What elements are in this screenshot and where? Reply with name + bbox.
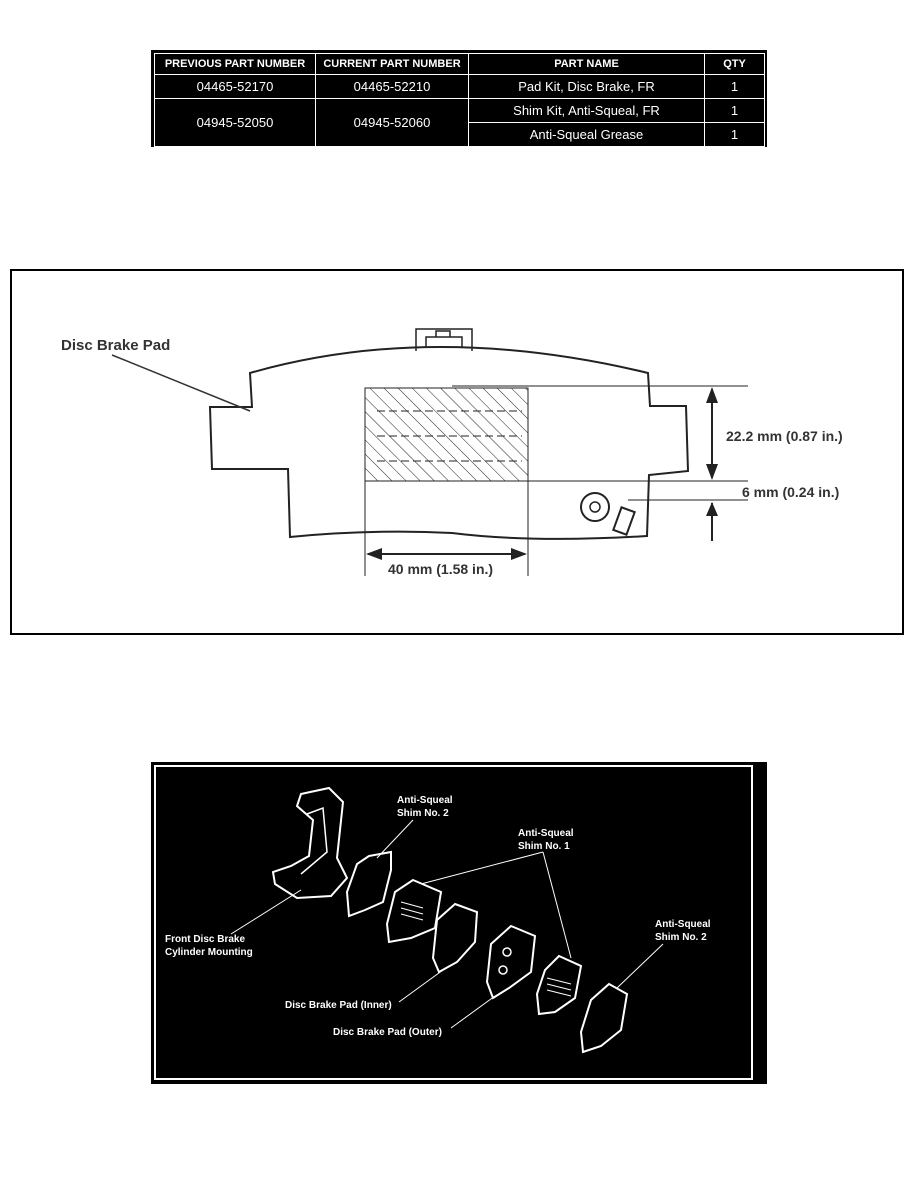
label-width-dimension: 40 mm (1.58 in.) [388,561,493,577]
label-mount-line2: Cylinder Mounting [165,947,253,958]
exploded-assembly-drawing: Anti-Squeal Shim No. 2 Anti-Squeal Shim … [154,765,753,1080]
disc-brake-pad-outer [485,924,537,1000]
anti-squeal-shim-2-left [345,850,392,918]
pad-dimension-drawing: Disc Brake Pad 22.2 mm (0.87 in.) 6 mm (… [61,328,843,577]
label-shim-2-top-line2: Shim No. 2 [397,808,449,819]
pad-wear-area [364,387,529,482]
label-shim-1-line1: Anti-Squeal [518,828,574,839]
label-shim-2-top-line1: Anti-Squeal [397,795,453,806]
pad-outline [208,346,690,540]
cell-qty: 1 [704,74,765,99]
cell-current-part-number: 04945-52060 [315,98,469,147]
label-mount-line1: Front Disc Brake [165,934,245,945]
parts-table-grid: PREVIOUS PART NUMBER CURRENT PART NUMBER… [154,53,765,147]
header-previous-part-number: PREVIOUS PART NUMBER [154,53,316,75]
header-qty: QTY [704,53,765,75]
header-current-part-number: CURRENT PART NUMBER [315,53,469,75]
anti-squeal-shim-2-right [579,982,629,1054]
label-disc-brake-pad: Disc Brake Pad [61,337,170,354]
cylinder-mounting [271,786,349,900]
anti-squeal-shim-1-left [385,878,443,944]
cell-previous-part-number: 04465-52170 [154,74,316,99]
cell-previous-part-number: 04945-52050 [154,98,316,147]
header-part-name: PART NAME [468,53,705,75]
label-shim-2-right-line2: Shim No. 2 [655,932,707,943]
cell-qty: 1 [704,122,765,147]
table-row: 04945-52050 04945-52060 Shim Kit, Anti-S… [154,98,765,147]
label-shim-1-line2: Shim No. 1 [518,841,570,852]
cell-qty: 1 [704,98,765,123]
anti-squeal-shim-1-right [535,954,583,1016]
label-height-dimension: 22.2 mm (0.87 in.) [726,428,843,444]
table-row: 04465-52170 04465-52210 Pad Kit, Disc Br… [154,74,765,99]
label-shim-2-right-line1: Anti-Squeal [655,919,711,930]
exploded-assembly-diagram: Anti-Squeal Shim No. 2 Anti-Squeal Shim … [151,762,767,1084]
label-pad-inner: Disc Brake Pad (Inner) [285,1000,392,1011]
table-header-row: PREVIOUS PART NUMBER CURRENT PART NUMBER… [154,53,765,75]
disc-brake-pad-inner [431,902,479,974]
wear-indicator [580,492,610,522]
parts-table: PREVIOUS PART NUMBER CURRENT PART NUMBER… [151,50,767,147]
label-offset-dimension: 6 mm (0.24 in.) [742,484,839,500]
cell-part-name: Pad Kit, Disc Brake, FR [468,74,705,99]
table-row: Anti-Squeal Grease 1 [155,122,765,147]
cell-part-name: Shim Kit, Anti-Squeal, FR [468,98,705,123]
pad-dimension-diagram: Disc Brake Pad 22.2 mm (0.87 in.) 6 mm (… [10,269,904,635]
cell-current-part-number: 04465-52210 [315,74,469,99]
label-pad-outer: Disc Brake Pad (Outer) [333,1027,442,1038]
pad-top-clip [415,328,473,351]
cell-part-name: Anti-Squeal Grease [468,122,705,147]
